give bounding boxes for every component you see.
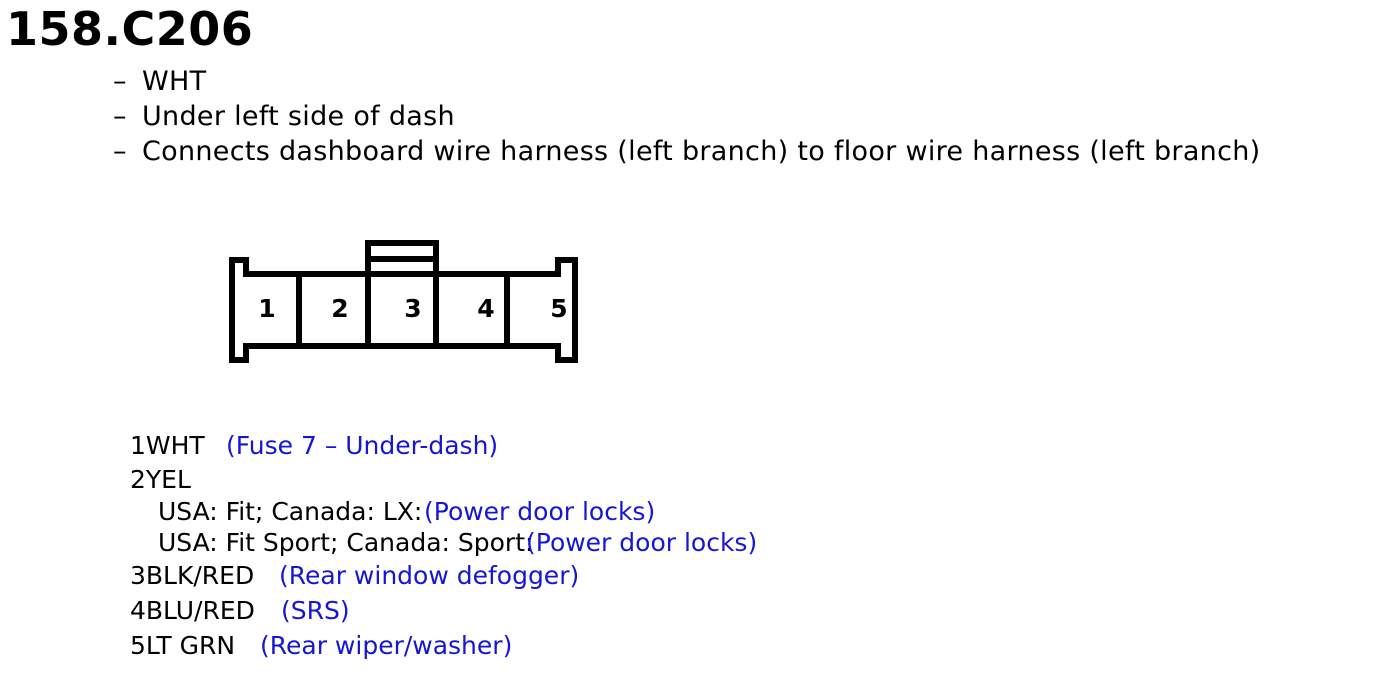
pin-number: 5	[130, 631, 146, 660]
pinout-variant: USA: Fit; Canada: LX: (Power door locks)	[130, 496, 655, 527]
wire-color: WHT	[145, 431, 205, 460]
circuit-link[interactable]: (Rear window defogger)	[279, 561, 580, 590]
pinout-row-4: 4BLU/RED (SRS)	[130, 593, 350, 628]
pinout-row-5: 5LT GRN (Rear wiper/washer)	[130, 628, 512, 663]
wire-color: LT GRN	[145, 631, 236, 660]
pin-number: 2	[130, 465, 146, 494]
circuit-link[interactable]: (Rear wiper/washer)	[260, 631, 513, 660]
variant-condition: USA: Fit; Canada: LX:	[158, 497, 423, 526]
connector-face-diagram: 1 2 3 4 5	[229, 240, 578, 363]
pin-number: 3	[130, 561, 146, 590]
pin-label-4: 4	[477, 294, 494, 323]
connector-connects-text: Connects dashboard wire harness (left br…	[142, 136, 1261, 167]
pinout-row-2: 2YEL	[130, 463, 255, 496]
wire-color: BLU/RED	[145, 596, 255, 625]
bullet-dash: –	[113, 136, 127, 167]
pin-label-5: 5	[550, 294, 567, 323]
connector-location-text: Under left side of dash	[142, 101, 455, 132]
connector-connects: –Connects dashboard wire harness (left b…	[113, 134, 1261, 169]
connector-housing	[229, 257, 578, 363]
connector-title: 158.C206	[6, 2, 254, 56]
connector-color-text: WHT	[142, 66, 207, 97]
circuit-link[interactable]: (Power door locks)	[424, 497, 656, 526]
pinout-row-3: 3BLK/RED (Rear window defogger)	[130, 558, 579, 593]
connector-location: –Under left side of dash	[113, 99, 1261, 134]
bullet-dash: –	[113, 101, 127, 132]
wire-color: BLK/RED	[145, 561, 255, 590]
pin-label-3: 3	[404, 294, 421, 323]
pinout-list: 1WHT (Fuse 7 – Under-dash) 2YEL USA: Fit…	[130, 428, 757, 663]
connector-color: –WHT	[113, 64, 1261, 99]
circuit-link[interactable]: (SRS)	[281, 596, 350, 625]
pin-label-1: 1	[258, 294, 275, 323]
bullet-dash: –	[113, 66, 127, 97]
pin-label-2: 2	[331, 294, 348, 323]
circuit-link[interactable]: (Power door locks)	[526, 528, 758, 557]
variant-condition: USA: Fit Sport; Canada: Sport:	[158, 528, 534, 557]
pin-number: 1	[130, 431, 146, 460]
connector-details: –WHT –Under left side of dash –Connects …	[113, 64, 1261, 169]
pinout-row-1: 1WHT (Fuse 7 – Under-dash)	[130, 428, 498, 463]
pin-number: 4	[130, 596, 146, 625]
circuit-link[interactable]: (Fuse 7 – Under-dash)	[226, 431, 499, 460]
wire-color: YEL	[145, 465, 191, 494]
pinout-variant: USA: Fit Sport; Canada: Sport: (Power do…	[130, 527, 757, 558]
